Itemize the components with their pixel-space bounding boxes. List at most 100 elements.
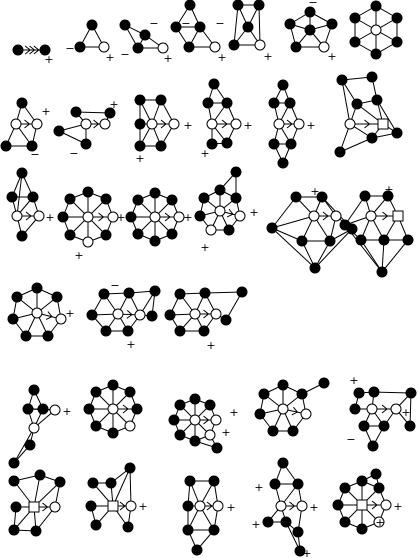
filled-vertex (174, 288, 186, 300)
open-vertex (125, 500, 137, 512)
filled-vertex (206, 138, 218, 150)
filled-vertex (221, 137, 233, 149)
open-vertex (318, 41, 330, 53)
arrow-head (381, 404, 388, 414)
open-vertex (230, 118, 242, 130)
graph-13 (334, 71, 403, 158)
filled-vertex (98, 288, 110, 300)
arrow-head (24, 45, 31, 55)
filled-vertex (277, 157, 289, 169)
arrow-head (206, 501, 213, 511)
filled-vertex (370, 48, 382, 60)
open-vertex (82, 211, 94, 223)
filled-vertex (149, 285, 161, 297)
open-vertex (210, 414, 222, 426)
open-vertex (370, 24, 382, 36)
filled-vertex (86, 19, 98, 31)
edge (373, 391, 412, 394)
open-vertex (149, 211, 161, 223)
filled-vertex (16, 97, 28, 109)
open-vertex (380, 499, 392, 511)
filled-vertex (183, 41, 195, 53)
plus-mark: + (138, 500, 147, 513)
plus-mark: + (200, 147, 209, 160)
arrow-head (45, 311, 53, 320)
filled-vertex (149, 235, 161, 247)
plus-mark: + (65, 307, 74, 320)
graph-9: +− (53, 98, 119, 160)
plus-mark: + (306, 119, 315, 132)
plus-mark: + (206, 339, 215, 352)
arrow-head (164, 212, 171, 222)
filled-vertex (131, 403, 143, 415)
open-vertex (273, 118, 285, 130)
filled-vertex (122, 325, 134, 337)
filled-vertex (39, 44, 51, 56)
minus-mark: − (346, 433, 355, 446)
open-vertex (277, 403, 289, 415)
open-vertex (234, 210, 246, 222)
filled-vertex (366, 71, 378, 83)
open-vertex (49, 404, 61, 416)
filled-vertex (107, 427, 119, 439)
filled-vertex (221, 97, 233, 109)
plus-mark: + (62, 405, 71, 418)
filled-vertex (368, 386, 380, 398)
graph-28 (8, 469, 66, 537)
filled-vertex (146, 310, 158, 322)
filled-vertex (391, 12, 403, 24)
filled-vertex (262, 516, 274, 528)
plus-mark: + (327, 50, 336, 63)
open-vertex (214, 205, 226, 217)
filled-vertex (155, 94, 167, 106)
filled-vertex (370, 0, 382, 12)
filled-vertex (20, 330, 32, 342)
open-vertex (254, 39, 266, 51)
filled-vertex (336, 74, 348, 86)
filled-vertex (268, 97, 280, 109)
filled-vertex (7, 313, 19, 325)
open-vertex (80, 118, 92, 130)
open-vertex (189, 414, 201, 426)
filled-vertex (166, 228, 178, 240)
arrow-head (289, 501, 296, 511)
filled-vertex (326, 18, 338, 30)
filled-vertex (285, 138, 297, 150)
plus-mark: + (263, 50, 272, 63)
arrow-head (98, 212, 105, 222)
plus-mark: + (116, 211, 125, 224)
open-vertex (28, 422, 40, 434)
filled-vertex (232, 0, 244, 11)
plus-mark: + (74, 249, 83, 262)
filled-vertex (191, 544, 203, 556)
filled-vertex (182, 524, 194, 536)
filled-vertex (28, 384, 40, 396)
filled-vertex (149, 187, 161, 199)
filled-vertex (378, 420, 390, 432)
minus-mark: − (65, 42, 74, 55)
filled-vertex (349, 12, 361, 24)
filled-vertex (184, 0, 196, 11)
filled-vertex (404, 420, 416, 432)
graph-14: + (6, 167, 55, 242)
graph-18: + (266, 185, 358, 274)
edge (344, 195, 366, 226)
open-vertex (124, 420, 136, 432)
filled-vertex (8, 457, 20, 469)
open-vertex (194, 500, 206, 512)
filled-vertex (253, 0, 265, 11)
edge (129, 467, 132, 507)
graph-11: ++ (200, 78, 253, 160)
plus-mark: + (45, 211, 54, 224)
filled-vertex (11, 291, 23, 303)
open-vertex (157, 42, 169, 54)
open-vertex (275, 500, 287, 512)
minus-mark: − (308, 0, 317, 9)
graph-12: + (268, 79, 316, 169)
open-vertex (31, 118, 43, 130)
open-vertex (189, 308, 201, 320)
plus-mark: + (183, 119, 192, 132)
filled-vertex (132, 194, 144, 206)
filled-vertex (236, 286, 248, 298)
filled-vertex (104, 107, 116, 119)
